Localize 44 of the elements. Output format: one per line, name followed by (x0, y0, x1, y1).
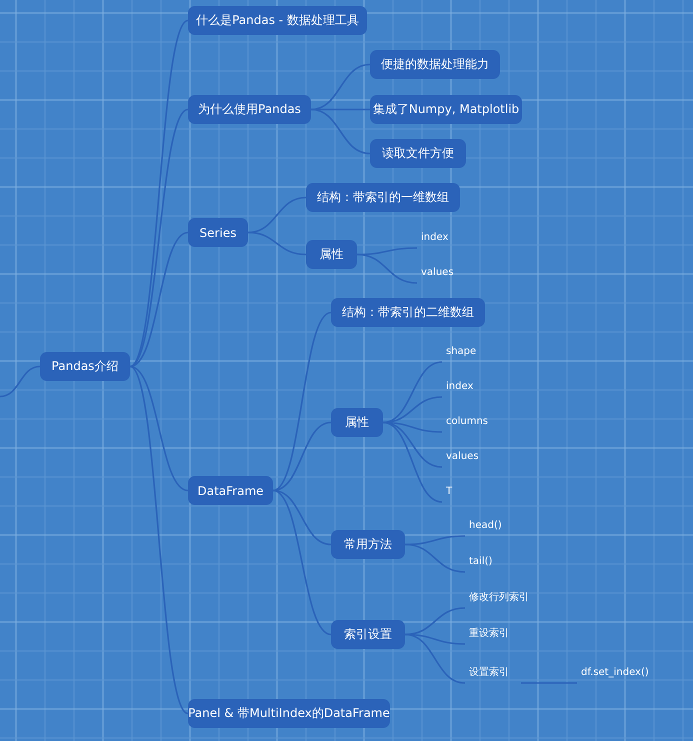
topic-box: Series (188, 218, 248, 247)
topic-box: Panel & 带MultiIndex的DataFrame (188, 699, 390, 728)
branch-line (272, 490, 332, 636)
topic-box: 读取文件方便 (370, 139, 466, 168)
topic-text: 修改行列索引 (469, 591, 529, 605)
branch-line (310, 108, 370, 154)
branch-line (272, 312, 332, 492)
branch-line (404, 535, 466, 546)
topic-box: 结构：带索引的二维数组 (331, 298, 485, 327)
branch-line (0, 366, 40, 398)
topic-text: T (446, 485, 452, 499)
branch-line (356, 247, 418, 256)
topic-box: 什么是Pandas - 数据处理工具 (188, 6, 367, 35)
topic-text: 重设索引 (469, 627, 509, 641)
topic-box: DataFrame (188, 476, 273, 505)
branch-line (356, 254, 418, 284)
topic-text: values (446, 450, 479, 464)
topic-box: Pandas介绍 (40, 352, 130, 381)
branch-line (404, 634, 466, 684)
topic-box: 常用方法 (331, 530, 405, 559)
topic-text: values (421, 266, 454, 280)
topic-text: columns (446, 415, 488, 429)
topic-box: 为什么使用Pandas (188, 95, 311, 124)
topic-box: 便捷的数据处理能力 (370, 50, 500, 79)
topic-text: df.set_index() (581, 666, 649, 680)
topic-text: index (446, 380, 474, 394)
branch-line (521, 682, 577, 684)
topic-box: 集成了Numpy, Matplotlib (370, 95, 522, 124)
topic-box: 结构：带索引的一维数组 (306, 183, 460, 212)
topic-text: head() (469, 519, 502, 533)
branch-line (382, 422, 442, 503)
topic-text: shape (446, 345, 476, 359)
branch-line (248, 196, 306, 234)
branch-line (129, 20, 189, 368)
topic-box: 属性 (306, 240, 357, 269)
branch-line (404, 544, 466, 573)
topic-box: 索引设置 (331, 620, 405, 649)
topic-text: 设置索引 (469, 666, 509, 680)
topic-text: index (421, 231, 448, 245)
topic-text: tail() (469, 555, 492, 569)
branch-line (129, 366, 189, 714)
branch-line (248, 232, 306, 256)
branch-line (130, 108, 188, 368)
topic-box: 属性 (331, 408, 383, 437)
